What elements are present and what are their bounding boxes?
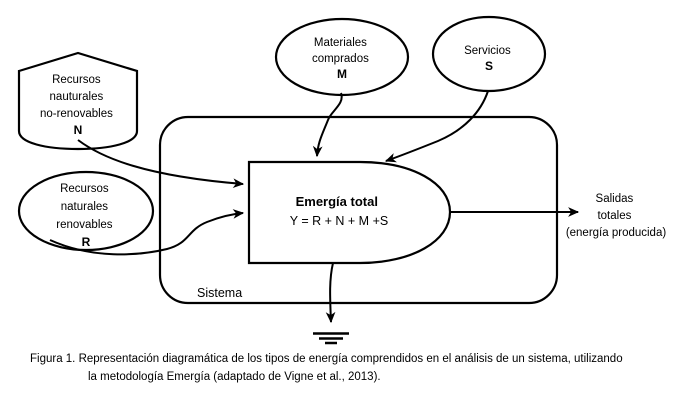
source-ellipse-services bbox=[431, 15, 547, 93]
flow-arrow-services bbox=[384, 90, 489, 163]
flow-arrow-nonrenewable bbox=[77, 139, 245, 189]
renewable-label: Recursos naturales renovables R bbox=[56, 183, 115, 249]
flow-arrow-materials bbox=[312, 92, 343, 158]
source-ellipse-renewable bbox=[17, 170, 155, 252]
services-label: Servicios S bbox=[464, 45, 514, 73]
system-boundary bbox=[158, 115, 559, 305]
figure-caption: Figura 1. Representación diagramática de… bbox=[30, 353, 626, 383]
materials-label: Materiales comprados M bbox=[312, 37, 372, 81]
process-symbol bbox=[247, 160, 452, 265]
ground-icon bbox=[313, 332, 349, 345]
process-label: Emergía total Y = R + N + M +S bbox=[290, 193, 388, 228]
system-label: Sistema bbox=[197, 286, 242, 300]
flow-arrow-renewable bbox=[49, 209, 245, 256]
nonrenewable-label: Recursos nauturales no-renovables N bbox=[40, 74, 116, 137]
output-label: Salidas totales (energía producida) bbox=[566, 193, 667, 239]
ground-arrow bbox=[325, 262, 336, 324]
tank-symbol-nonrenewable bbox=[17, 51, 139, 151]
